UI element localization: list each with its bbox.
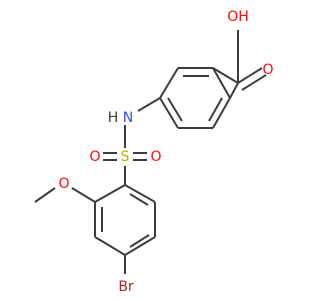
bond <box>229 82 239 99</box>
bond <box>212 67 239 84</box>
sulfur-label: S <box>121 149 130 165</box>
bond <box>94 236 126 256</box>
sulfonyl-oxygen-right-label: O <box>150 149 161 165</box>
bond <box>212 97 231 129</box>
bond <box>129 193 149 206</box>
molecule-structure: OH O H N O S O O Br <box>34 9 274 295</box>
hydroxyl-label: OH <box>227 9 249 25</box>
bond <box>124 184 156 203</box>
bond <box>159 97 179 129</box>
bond <box>241 74 267 91</box>
bond <box>212 67 231 99</box>
bond <box>237 67 263 84</box>
bond <box>94 184 126 203</box>
bond <box>208 97 223 122</box>
bond <box>129 234 150 248</box>
bond <box>159 67 179 99</box>
bond <box>137 97 161 112</box>
bromine-label: Br <box>118 279 134 295</box>
bond <box>167 97 183 122</box>
methoxy-oxygen-label: O <box>58 176 69 192</box>
bond <box>124 236 156 256</box>
amine-hydrogen-label: H <box>108 110 119 126</box>
sulfonyl-oxygen-left-label: O <box>89 149 100 165</box>
bond <box>34 187 56 203</box>
amine-nitrogen-label: N <box>123 110 133 126</box>
bonds <box>34 30 267 274</box>
carbonyl-oxygen-label: O <box>262 62 273 78</box>
atom-labels: OH O H N O S O O Br <box>58 9 273 295</box>
bond <box>71 187 96 203</box>
